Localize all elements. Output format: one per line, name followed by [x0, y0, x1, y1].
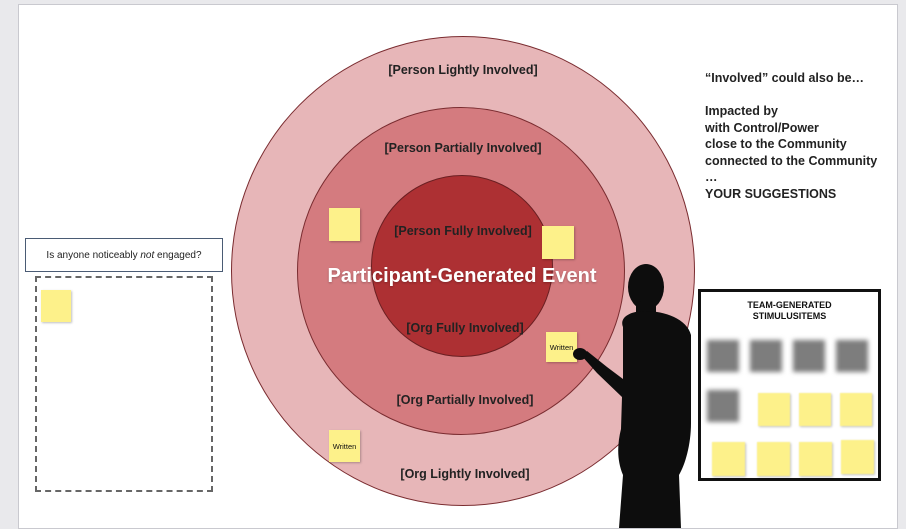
- question-text-end: engaged?: [154, 249, 202, 261]
- stimulus-sticky-note[interactable]: [799, 393, 831, 426]
- stimulus-sticky-note[interactable]: [757, 442, 790, 476]
- stimulus-sticky-note[interactable]: [841, 440, 874, 474]
- center-title: Participant-Generated Event: [327, 265, 597, 287]
- involved-definitions: “Involved” could also be… Impacted by wi…: [705, 71, 877, 202]
- stimulus-title-line: TEAM-GENERATED: [747, 300, 832, 310]
- stimulus-sticky-note[interactable]: [712, 442, 745, 476]
- stimulus-sticky-note[interactable]: [758, 393, 790, 426]
- involved-line: connected to the Community: [705, 153, 878, 168]
- stimulus-sticky-note[interactable]: [799, 442, 832, 476]
- involved-line: close to the Community: [705, 137, 847, 151]
- sticky-note-text: Written: [549, 342, 574, 352]
- sticky-note[interactable]: [329, 208, 360, 241]
- involved-heading: “Involved” could also be…: [705, 71, 865, 85]
- label-person-partially-involved: [Person Partially Involved]: [384, 141, 542, 155]
- sticky-note-written[interactable]: Written: [329, 430, 360, 462]
- blurred-stimulus-item: [707, 340, 739, 372]
- sticky-note-text: Written: [332, 441, 357, 451]
- label-org-lightly-involved: [Org Lightly Involved]: [400, 467, 530, 481]
- your-suggestions: YOUR SUGGESTIONS: [705, 186, 837, 201]
- stimulus-title-line: STIMULUSITEMS: [752, 311, 827, 321]
- stimulus-items-panel: TEAM-GENERATED STIMULUSITEMS: [698, 289, 881, 481]
- sticky-note-written[interactable]: Written: [546, 332, 577, 362]
- engagement-question-box: Is anyone noticeably not engaged?: [25, 238, 223, 272]
- stimulus-sticky-note[interactable]: [840, 393, 872, 426]
- question-text-start: Is anyone noticeably: [46, 249, 141, 261]
- involved-line: Impacted by: [705, 104, 778, 118]
- label-org-partially-involved: [Org Partially Involved]: [396, 393, 534, 407]
- slide-canvas: [Person Lightly Involved] [Person Partia…: [18, 4, 898, 529]
- inner-ring: [371, 175, 553, 357]
- label-person-fully-involved: [Person Fully Involved]: [394, 224, 532, 238]
- label-person-lightly-involved: [Person Lightly Involved]: [388, 63, 538, 77]
- sticky-note[interactable]: [41, 290, 71, 322]
- blurred-stimulus-item: [750, 340, 782, 372]
- involved-line: with Control/Power: [705, 120, 819, 135]
- blurred-stimulus-item: [707, 390, 739, 422]
- stimulus-panel-title: TEAM-GENERATED STIMULUSITEMS: [701, 300, 878, 322]
- blurred-stimulus-item: [836, 340, 868, 372]
- blurred-stimulus-item: [793, 340, 825, 372]
- involved-line: …: [705, 170, 718, 184]
- presenter-silhouette: [573, 264, 691, 528]
- question-emphasis: not: [140, 249, 155, 261]
- sticky-note[interactable]: [542, 226, 574, 259]
- label-org-fully-involved: [Org Fully Involved]: [406, 321, 524, 335]
- unengaged-drop-area[interactable]: [35, 276, 213, 492]
